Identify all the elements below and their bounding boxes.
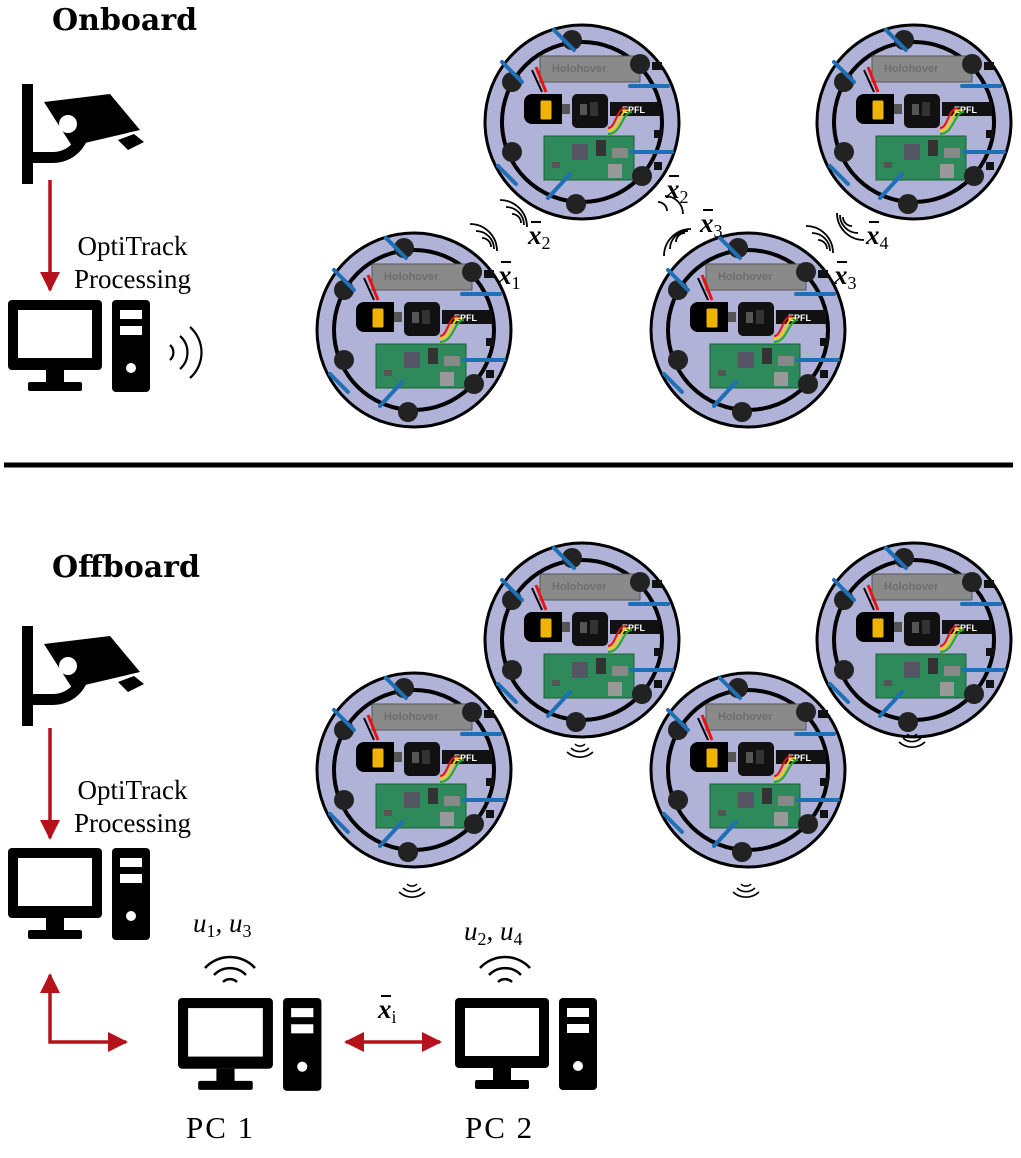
wifi-icon xyxy=(478,955,532,984)
state-label: x2 xyxy=(666,174,689,207)
computer-icon xyxy=(8,300,150,392)
camera-icon xyxy=(22,626,144,726)
robot-icon xyxy=(815,23,1013,221)
offboard-processing-label: OptiTrack Processing xyxy=(74,774,191,840)
pc2-inputs-label: u2, u4 xyxy=(464,916,523,949)
computer-icon xyxy=(455,998,597,1090)
processing-line-2: Processing xyxy=(74,807,191,838)
computer-icon xyxy=(178,998,322,1091)
robot-icon xyxy=(815,541,1013,739)
state-label: x2 xyxy=(528,220,551,253)
wifi-icon xyxy=(398,733,926,898)
robot-icon xyxy=(483,541,681,739)
processing-line-1: OptiTrack xyxy=(77,775,188,805)
robot-icon xyxy=(483,23,681,221)
pc1-inputs-label: u1, u3 xyxy=(193,908,252,941)
offboard-section xyxy=(8,541,1013,1091)
arrow-icon xyxy=(40,973,128,1052)
state-label: x3 xyxy=(700,208,723,241)
state-label: x3 xyxy=(834,260,857,293)
robot-icon xyxy=(315,671,513,869)
processing-line-1: OptiTrack xyxy=(77,231,188,261)
onboard-processing-label: OptiTrack Processing xyxy=(74,230,191,296)
onboard-section xyxy=(8,23,1013,429)
offboard-heading: Offboard xyxy=(52,550,200,585)
onboard-heading: Onboard xyxy=(52,3,198,38)
state-label: x4 xyxy=(866,220,889,253)
state-label: x1 xyxy=(498,260,521,293)
computer-icon xyxy=(8,848,150,940)
wifi-icon xyxy=(169,326,203,379)
robot-icon xyxy=(649,231,847,429)
exchange-label: xi xyxy=(378,994,397,1027)
camera-icon xyxy=(22,84,144,184)
processing-line-2: Processing xyxy=(74,263,191,294)
wifi-icon xyxy=(203,955,257,984)
pc2-label: PC 2 xyxy=(465,1110,535,1145)
robot-icon xyxy=(315,231,513,429)
pc1-label: PC 1 xyxy=(186,1110,256,1145)
robot-icon xyxy=(649,671,847,869)
wifi-icon xyxy=(469,195,865,257)
